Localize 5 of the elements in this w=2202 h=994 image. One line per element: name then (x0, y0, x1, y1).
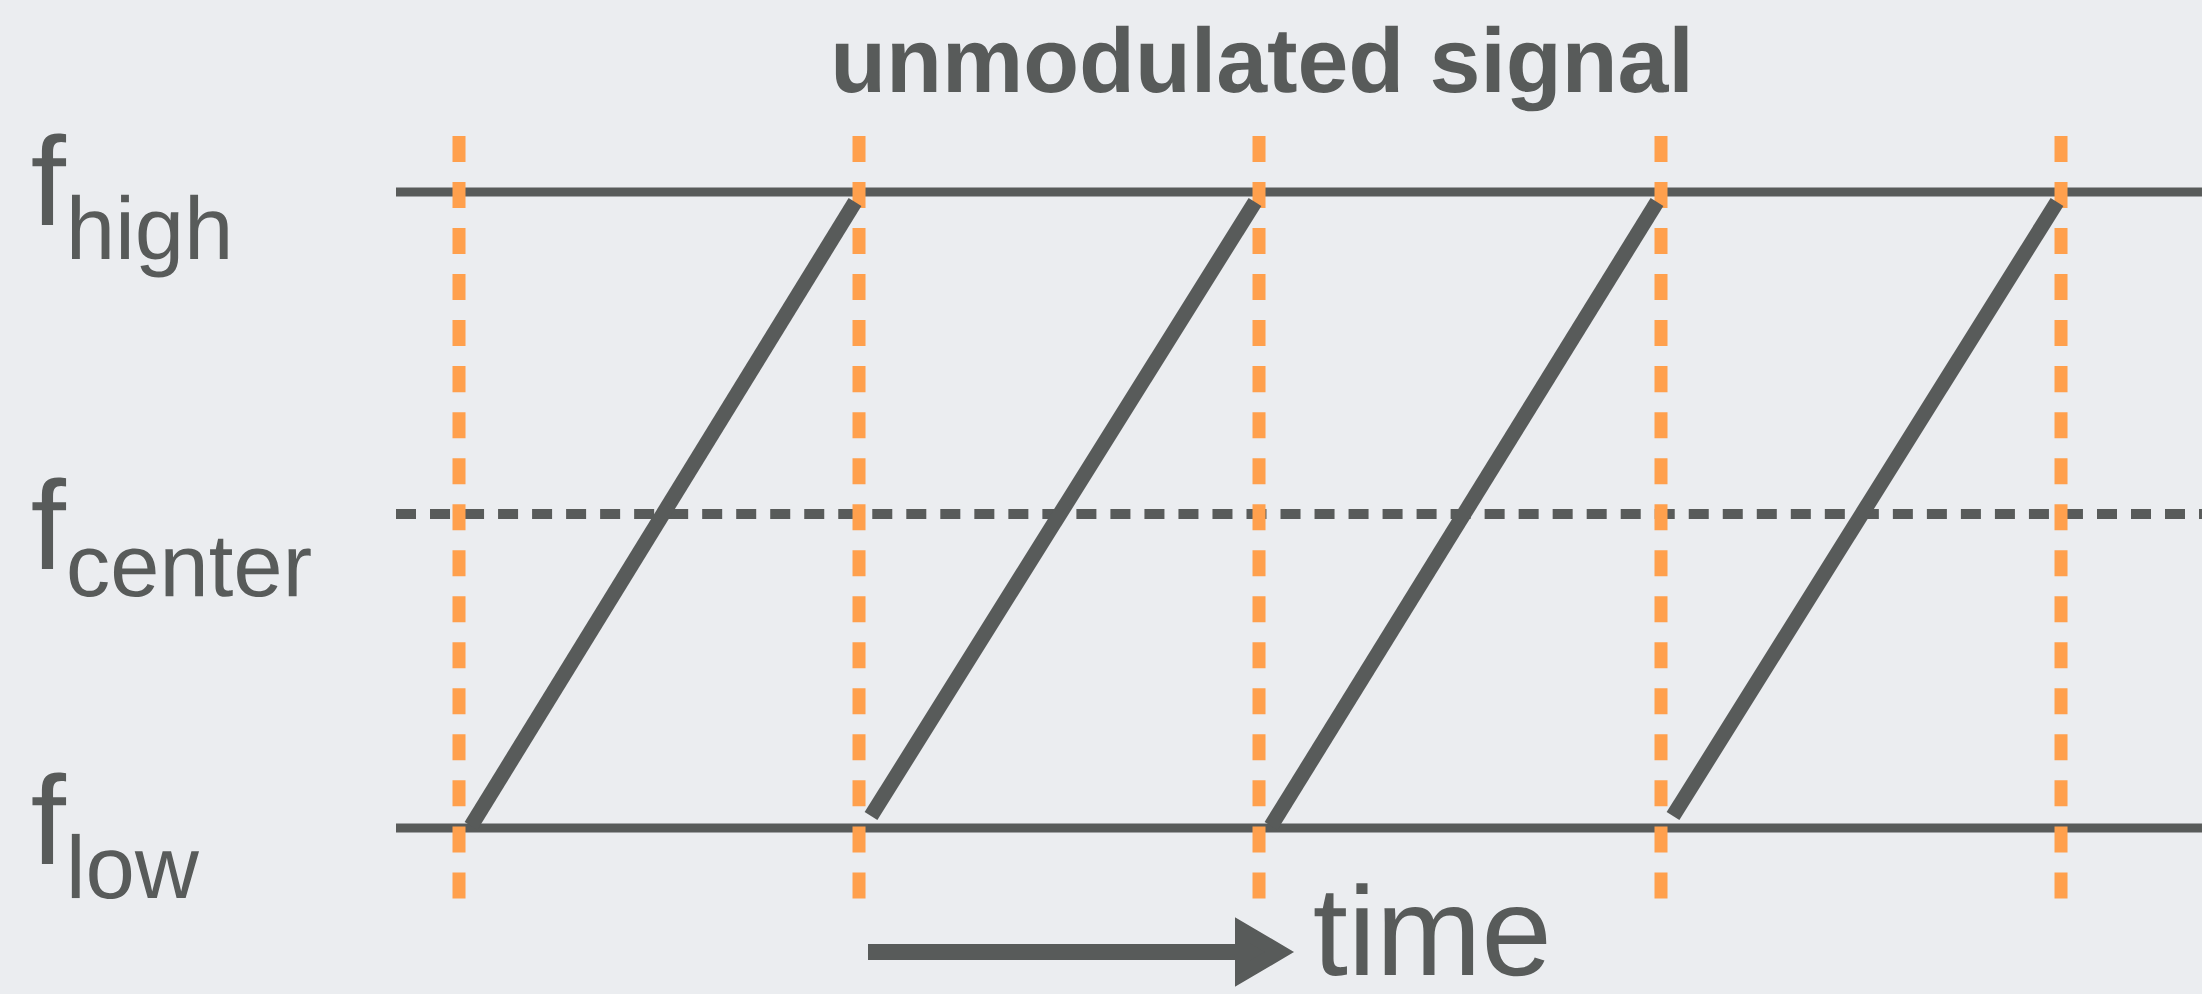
axis-label: f$_{high}$ (32, 133, 228, 278)
title: unmodulated signal (835, 25, 1688, 112)
axis-label: f$_{center}$ (32, 477, 311, 598)
axis-label: f$_{low}$ (32, 772, 200, 899)
axis-label: time (1314, 883, 1547, 977)
